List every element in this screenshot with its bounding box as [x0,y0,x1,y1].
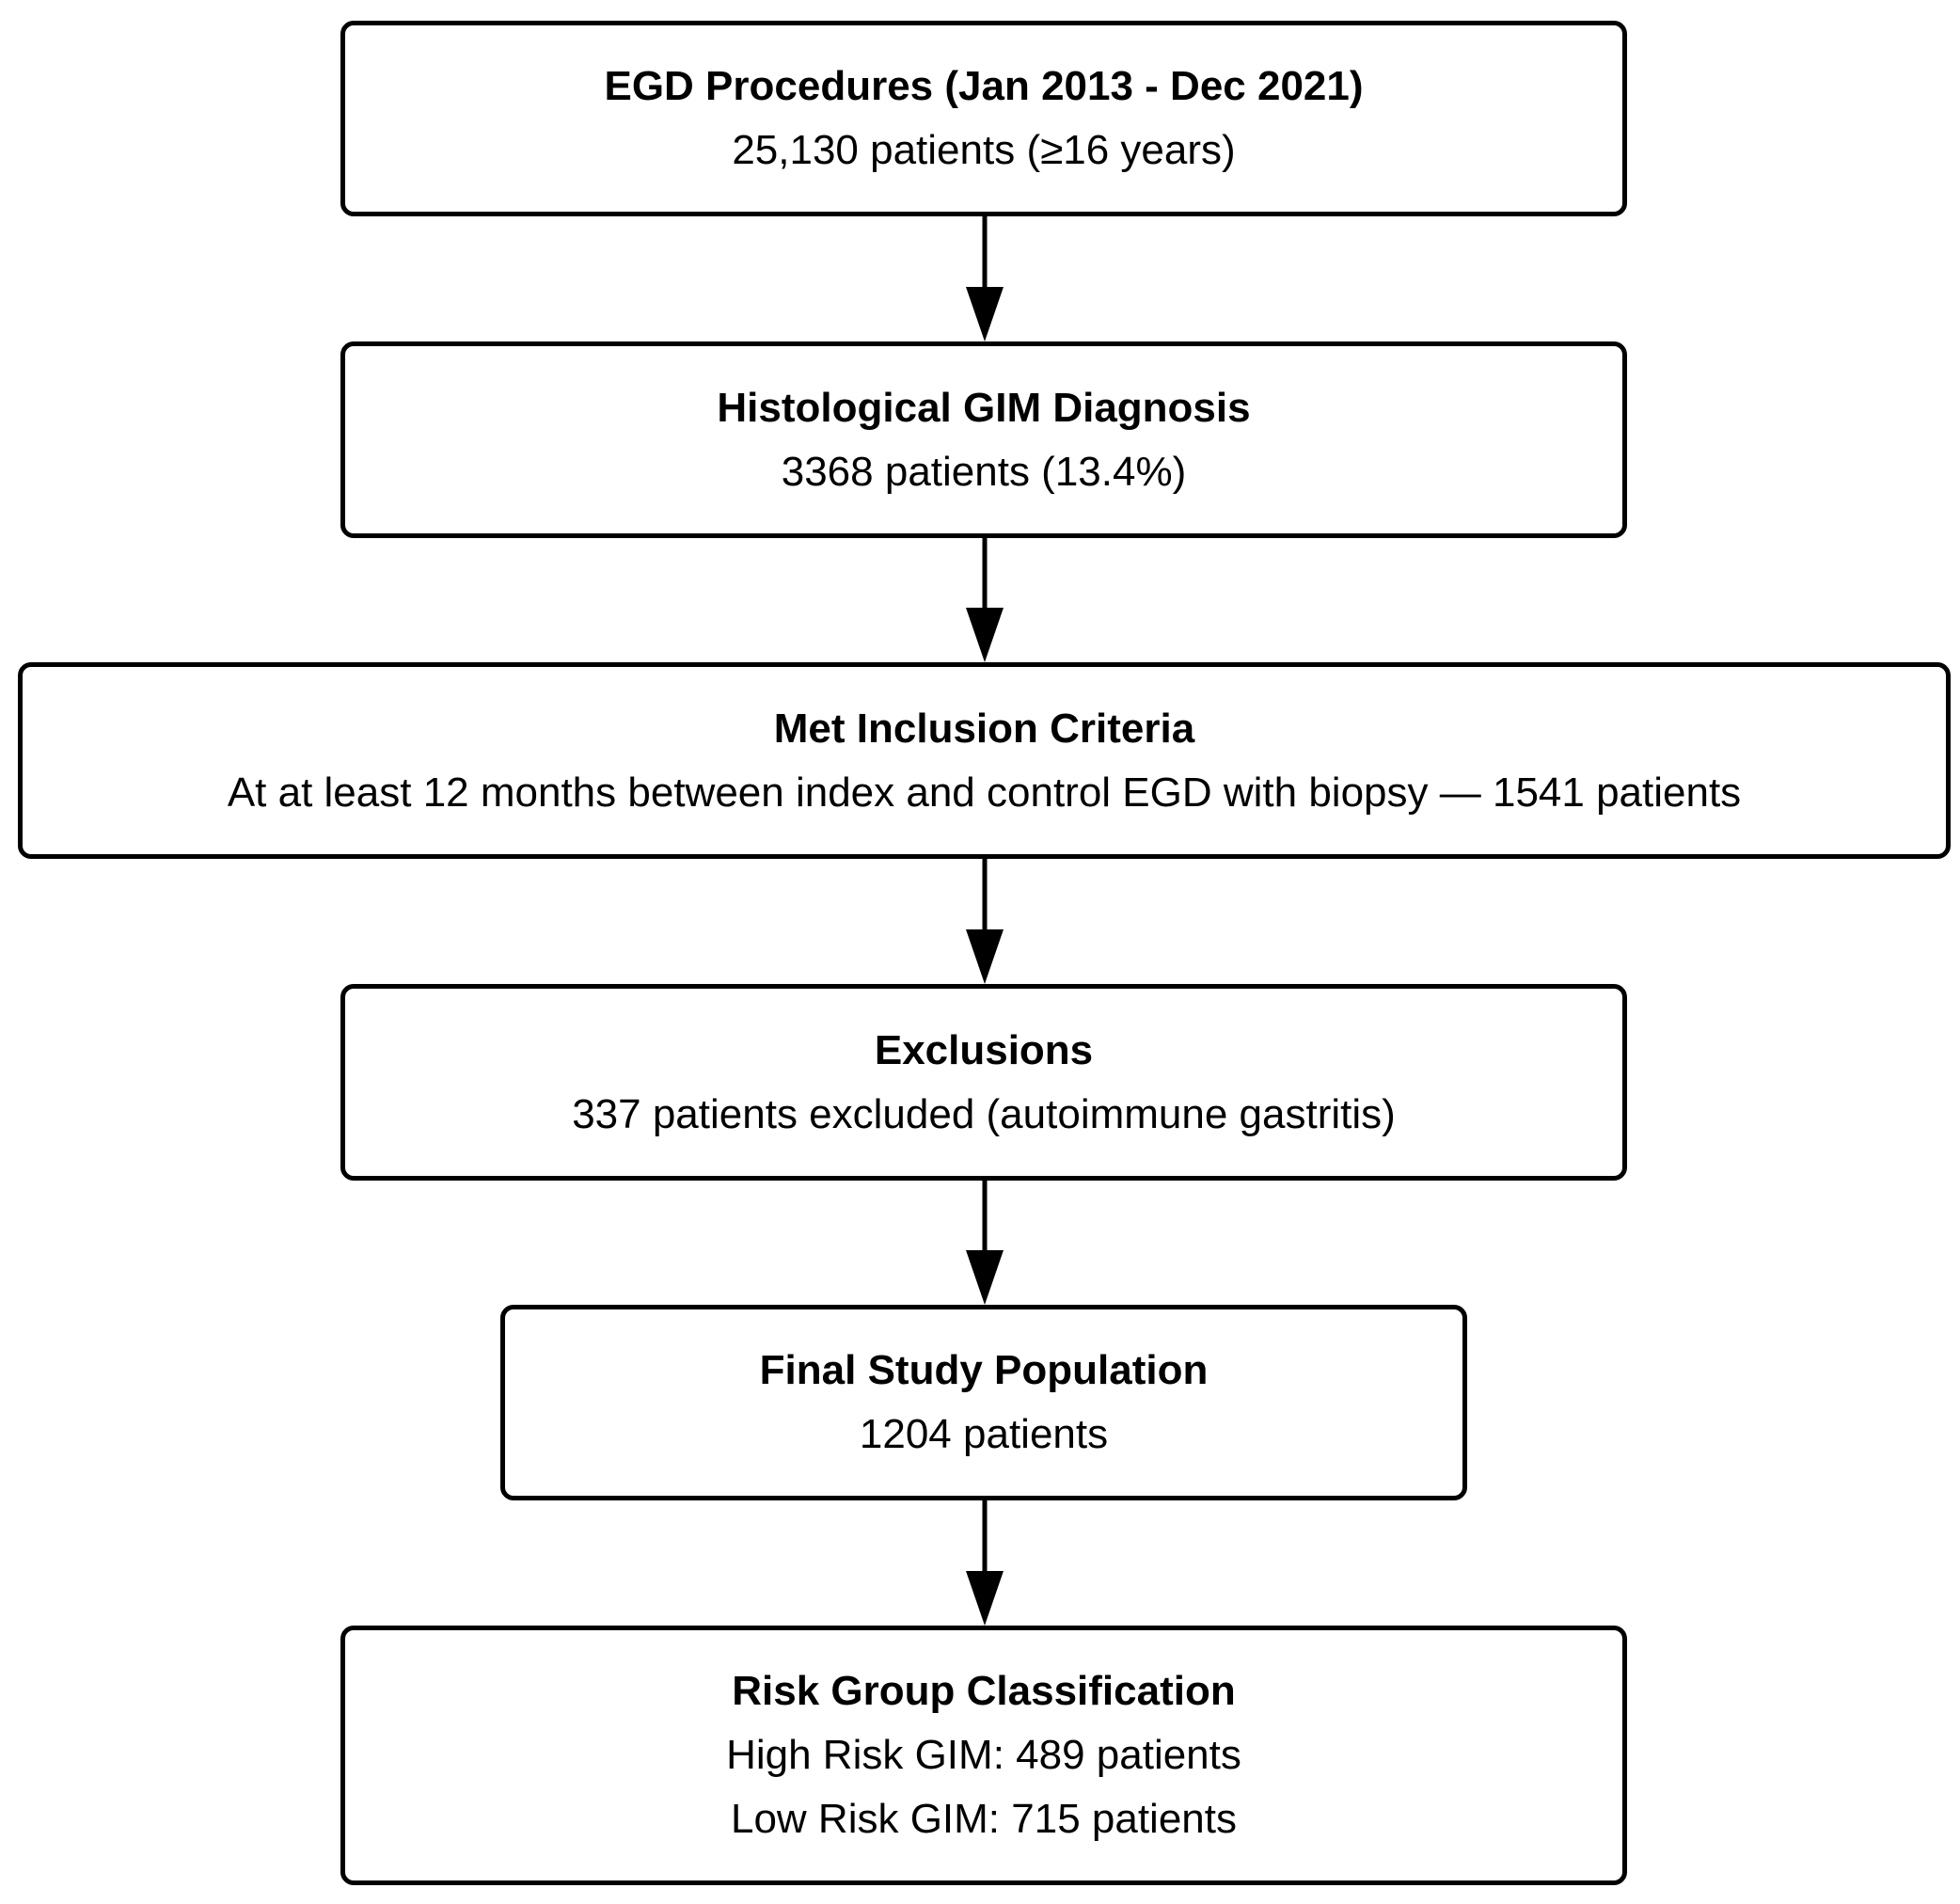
step-detail-low-risk: Low Risk GIM: 715 patients [730,1796,1237,1842]
arrow-4-to-5 [966,1181,1004,1305]
step-exclusions: Exclusions 337 patients excluded (autoim… [340,984,1627,1181]
arrow-2-to-3 [966,538,1004,662]
arrow-1-to-2 [966,216,1004,341]
step-histological-gim-diagnosis: Histological GIM Diagnosis 3368 patients… [340,341,1627,538]
step-title: Exclusions [874,1026,1094,1073]
step-detail-high-risk: High Risk GIM: 489 patients [726,1732,1241,1778]
step-detail: 1204 patients [859,1411,1109,1457]
step-detail: 337 patients excluded (autoimmune gastri… [572,1090,1396,1137]
step-detail: 3368 patients (13.4%) [781,448,1187,495]
arrow-5-to-6 [966,1500,1004,1626]
step-final-study-population: Final Study Population 1204 patients [500,1305,1467,1500]
step-risk-group-classification: Risk Group Classification High Risk GIM:… [340,1626,1627,1885]
step-egd-procedures: EGD Procedures (Jan 2013 - Dec 2021) 25,… [340,21,1627,216]
step-detail: At at least 12 months between index and … [227,769,1742,816]
step-met-inclusion-criteria: Met Inclusion Criteria At at least 12 mo… [18,662,1951,859]
step-title: Risk Group Classification [732,1668,1236,1714]
step-title: Histological GIM Diagnosis [717,384,1251,431]
step-title: Final Study Population [759,1347,1209,1393]
step-detail: 25,130 patients (≥16 years) [732,127,1236,173]
arrow-3-to-4 [966,859,1004,984]
step-title: EGD Procedures (Jan 2013 - Dec 2021) [604,63,1364,109]
step-title: Met Inclusion Criteria [773,705,1195,752]
